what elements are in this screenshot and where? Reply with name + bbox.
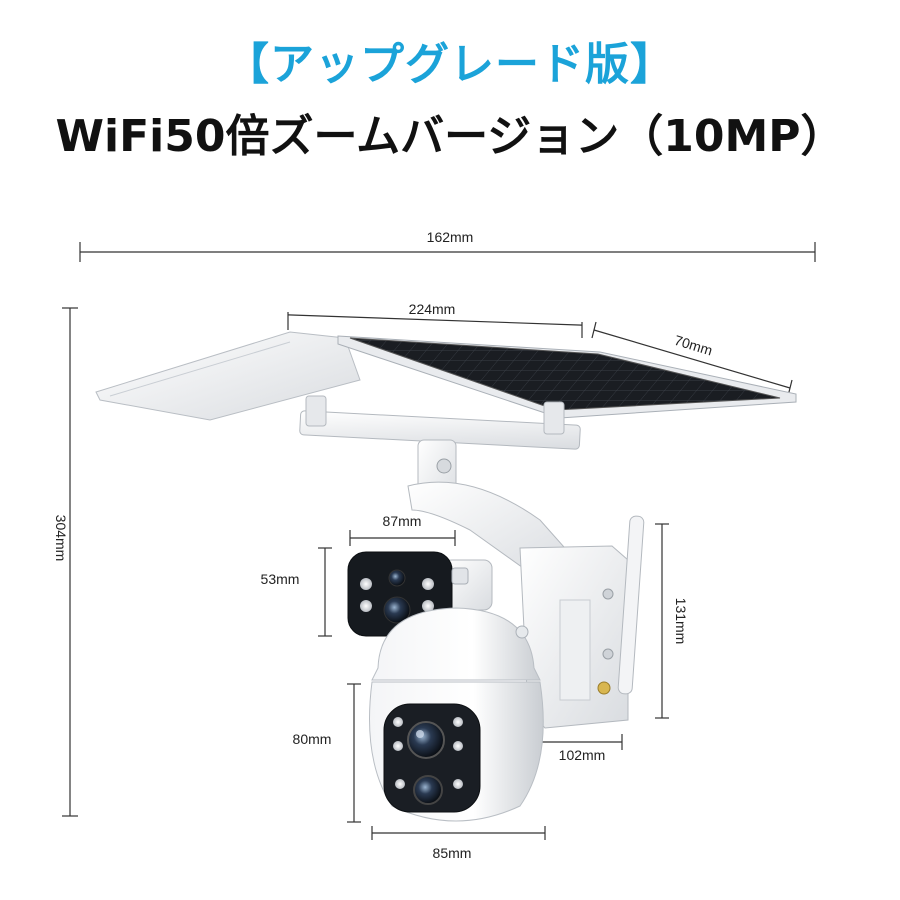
battery-height-label: 131mm (673, 598, 689, 645)
overall-width-label: 162mm (427, 229, 474, 245)
dome-width-label: 85mm (433, 845, 472, 861)
panel-depth-dimension: 70mm (591, 321, 793, 397)
battery-depth-label: 102mm (559, 747, 606, 763)
overall-height-dimension: 304mm (53, 307, 78, 817)
solar-panel (95, 331, 797, 421)
upgrade-edition-subtitle: 【アップグレード版】 (225, 39, 675, 90)
panel-length-label: 224mm (409, 301, 456, 317)
dome-height-label: 80mm (293, 731, 332, 747)
antenna (597, 515, 645, 695)
top-lens-width-dimension: 87mm (349, 513, 456, 546)
top-lens-width-label: 87mm (383, 513, 422, 529)
dome-width-dimension: 85mm (371, 826, 546, 861)
overall-height-label: 304mm (53, 515, 69, 562)
battery-depth-dimension: 102mm (539, 734, 623, 763)
overall-width-dimension: 162mm (79, 229, 816, 262)
product-title: WiFi50倍ズームバージョン（10MP） (55, 111, 845, 162)
battery-height-dimension: 131mm (655, 523, 689, 719)
dome-height-dimension: 80mm (293, 683, 361, 823)
panel-length-dimension: 224mm (287, 301, 583, 338)
ptz-lens-cluster (383, 703, 481, 813)
top-lens-height-dimension: 53mm (261, 547, 332, 637)
top-lens-height-label: 53mm (261, 571, 300, 587)
